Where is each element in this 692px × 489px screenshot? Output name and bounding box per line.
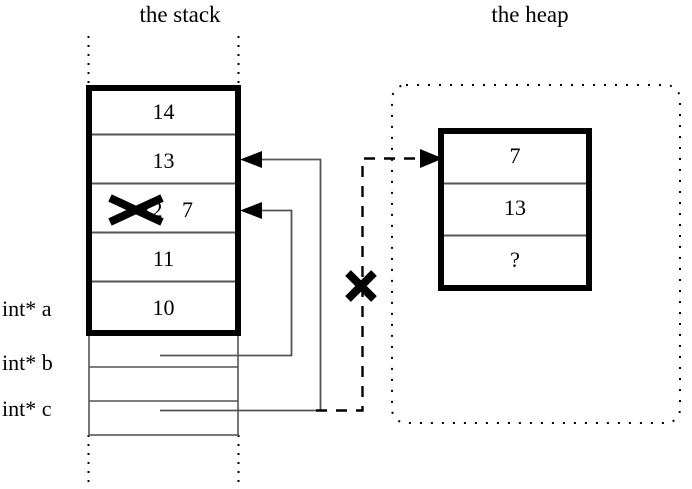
- heap-title: the heap: [491, 2, 569, 27]
- stack-cell-value-3: 11: [152, 246, 175, 271]
- stack-cell-value-4: 10: [152, 295, 175, 320]
- heap-cell-value-1: 13: [504, 195, 526, 220]
- stack-cell-value-0: 14: [152, 99, 175, 124]
- stack-pointer-box: [88, 332, 239, 436]
- stack-cell-value-2-struck: 12: [140, 197, 163, 222]
- pointer-label-c: int* c: [2, 396, 52, 421]
- pointer-b-connector: [160, 202, 293, 357]
- heap-cell-value-0: 7: [509, 143, 521, 168]
- pointer-label-b: int* b: [2, 350, 53, 375]
- stack-cell-value-1: 13: [152, 148, 175, 173]
- pointer-c-connector: [160, 151, 322, 412]
- x-cross-mark-heap-link: [345, 270, 377, 302]
- dangling-heap-link: [316, 149, 443, 412]
- stack-cell-value-2-replacement: 7: [182, 197, 193, 222]
- heap-cell-value-2: ?: [510, 247, 520, 272]
- pointer-label-a: int* a: [2, 296, 52, 321]
- stack-title: the stack: [139, 2, 221, 27]
